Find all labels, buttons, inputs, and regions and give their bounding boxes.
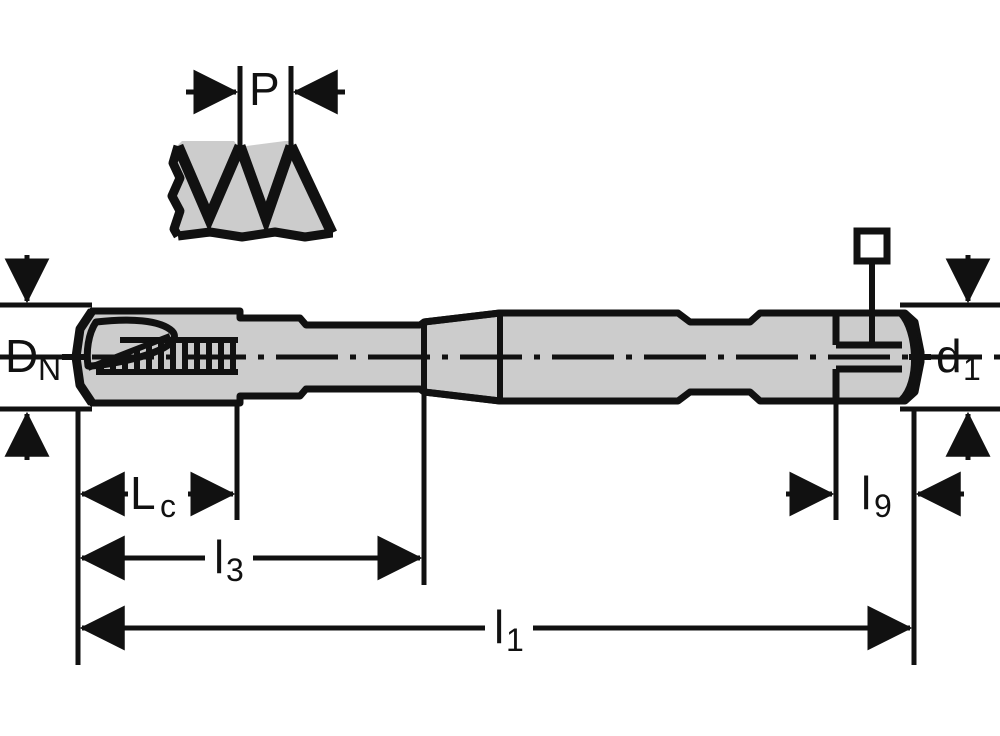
- thread-break-edge-left: [167, 144, 185, 239]
- thread-crest-middle: [234, 144, 297, 235]
- thread-break-edge-bottom: [177, 227, 333, 242]
- dimension-label-nominal-diameter: D: [5, 330, 38, 382]
- dimension-group-nominal-diameter: D N: [0, 255, 92, 460]
- thread-profile-detail-view: P: [167, 63, 345, 242]
- thread-crest-right: [286, 143, 337, 236]
- dimension-sub-square-length: 9: [874, 488, 892, 524]
- dimension-group-thread-length: l 3: [79, 531, 423, 588]
- tap-taper-shoulder-bottom: [423, 388, 501, 405]
- dimension-label-pitch: P: [249, 63, 280, 115]
- dimension-label-shank-diameter: d: [936, 330, 962, 382]
- tap-taper-shoulder-top: [423, 309, 501, 326]
- tap-chamfer-taper-line: [86, 333, 172, 371]
- dimension-sub-thread-length: 3: [226, 552, 244, 588]
- dimension-group-chamfer-length: L c: [79, 467, 236, 524]
- dimension-label-overall-length: l: [494, 601, 504, 653]
- horizontal-dimension-extension-lines: [75, 392, 917, 665]
- dimension-group-square-length: l 9: [786, 467, 964, 524]
- thread-crest-left: [172, 143, 246, 232]
- dimension-sub-shank-diameter: 1: [963, 351, 981, 387]
- dimension-group-overall-length: l 1: [79, 601, 913, 658]
- dimension-sub-overall-length: 1: [506, 622, 524, 658]
- dimension-sub-chamfer-length: c: [160, 488, 176, 524]
- square-symbol-icon: [853, 227, 891, 265]
- dimension-label-thread-length: l: [214, 531, 224, 583]
- dimension-sub-nominal-diameter: N: [38, 351, 61, 387]
- dimension-label-square-length: l: [861, 467, 871, 519]
- square-drive-symbol-group: [853, 227, 891, 345]
- tap-body-group: [0, 307, 1000, 407]
- dimension-label-chamfer-length: L: [130, 467, 156, 519]
- dimension-group-shank-diameter: d 1: [900, 255, 1000, 460]
